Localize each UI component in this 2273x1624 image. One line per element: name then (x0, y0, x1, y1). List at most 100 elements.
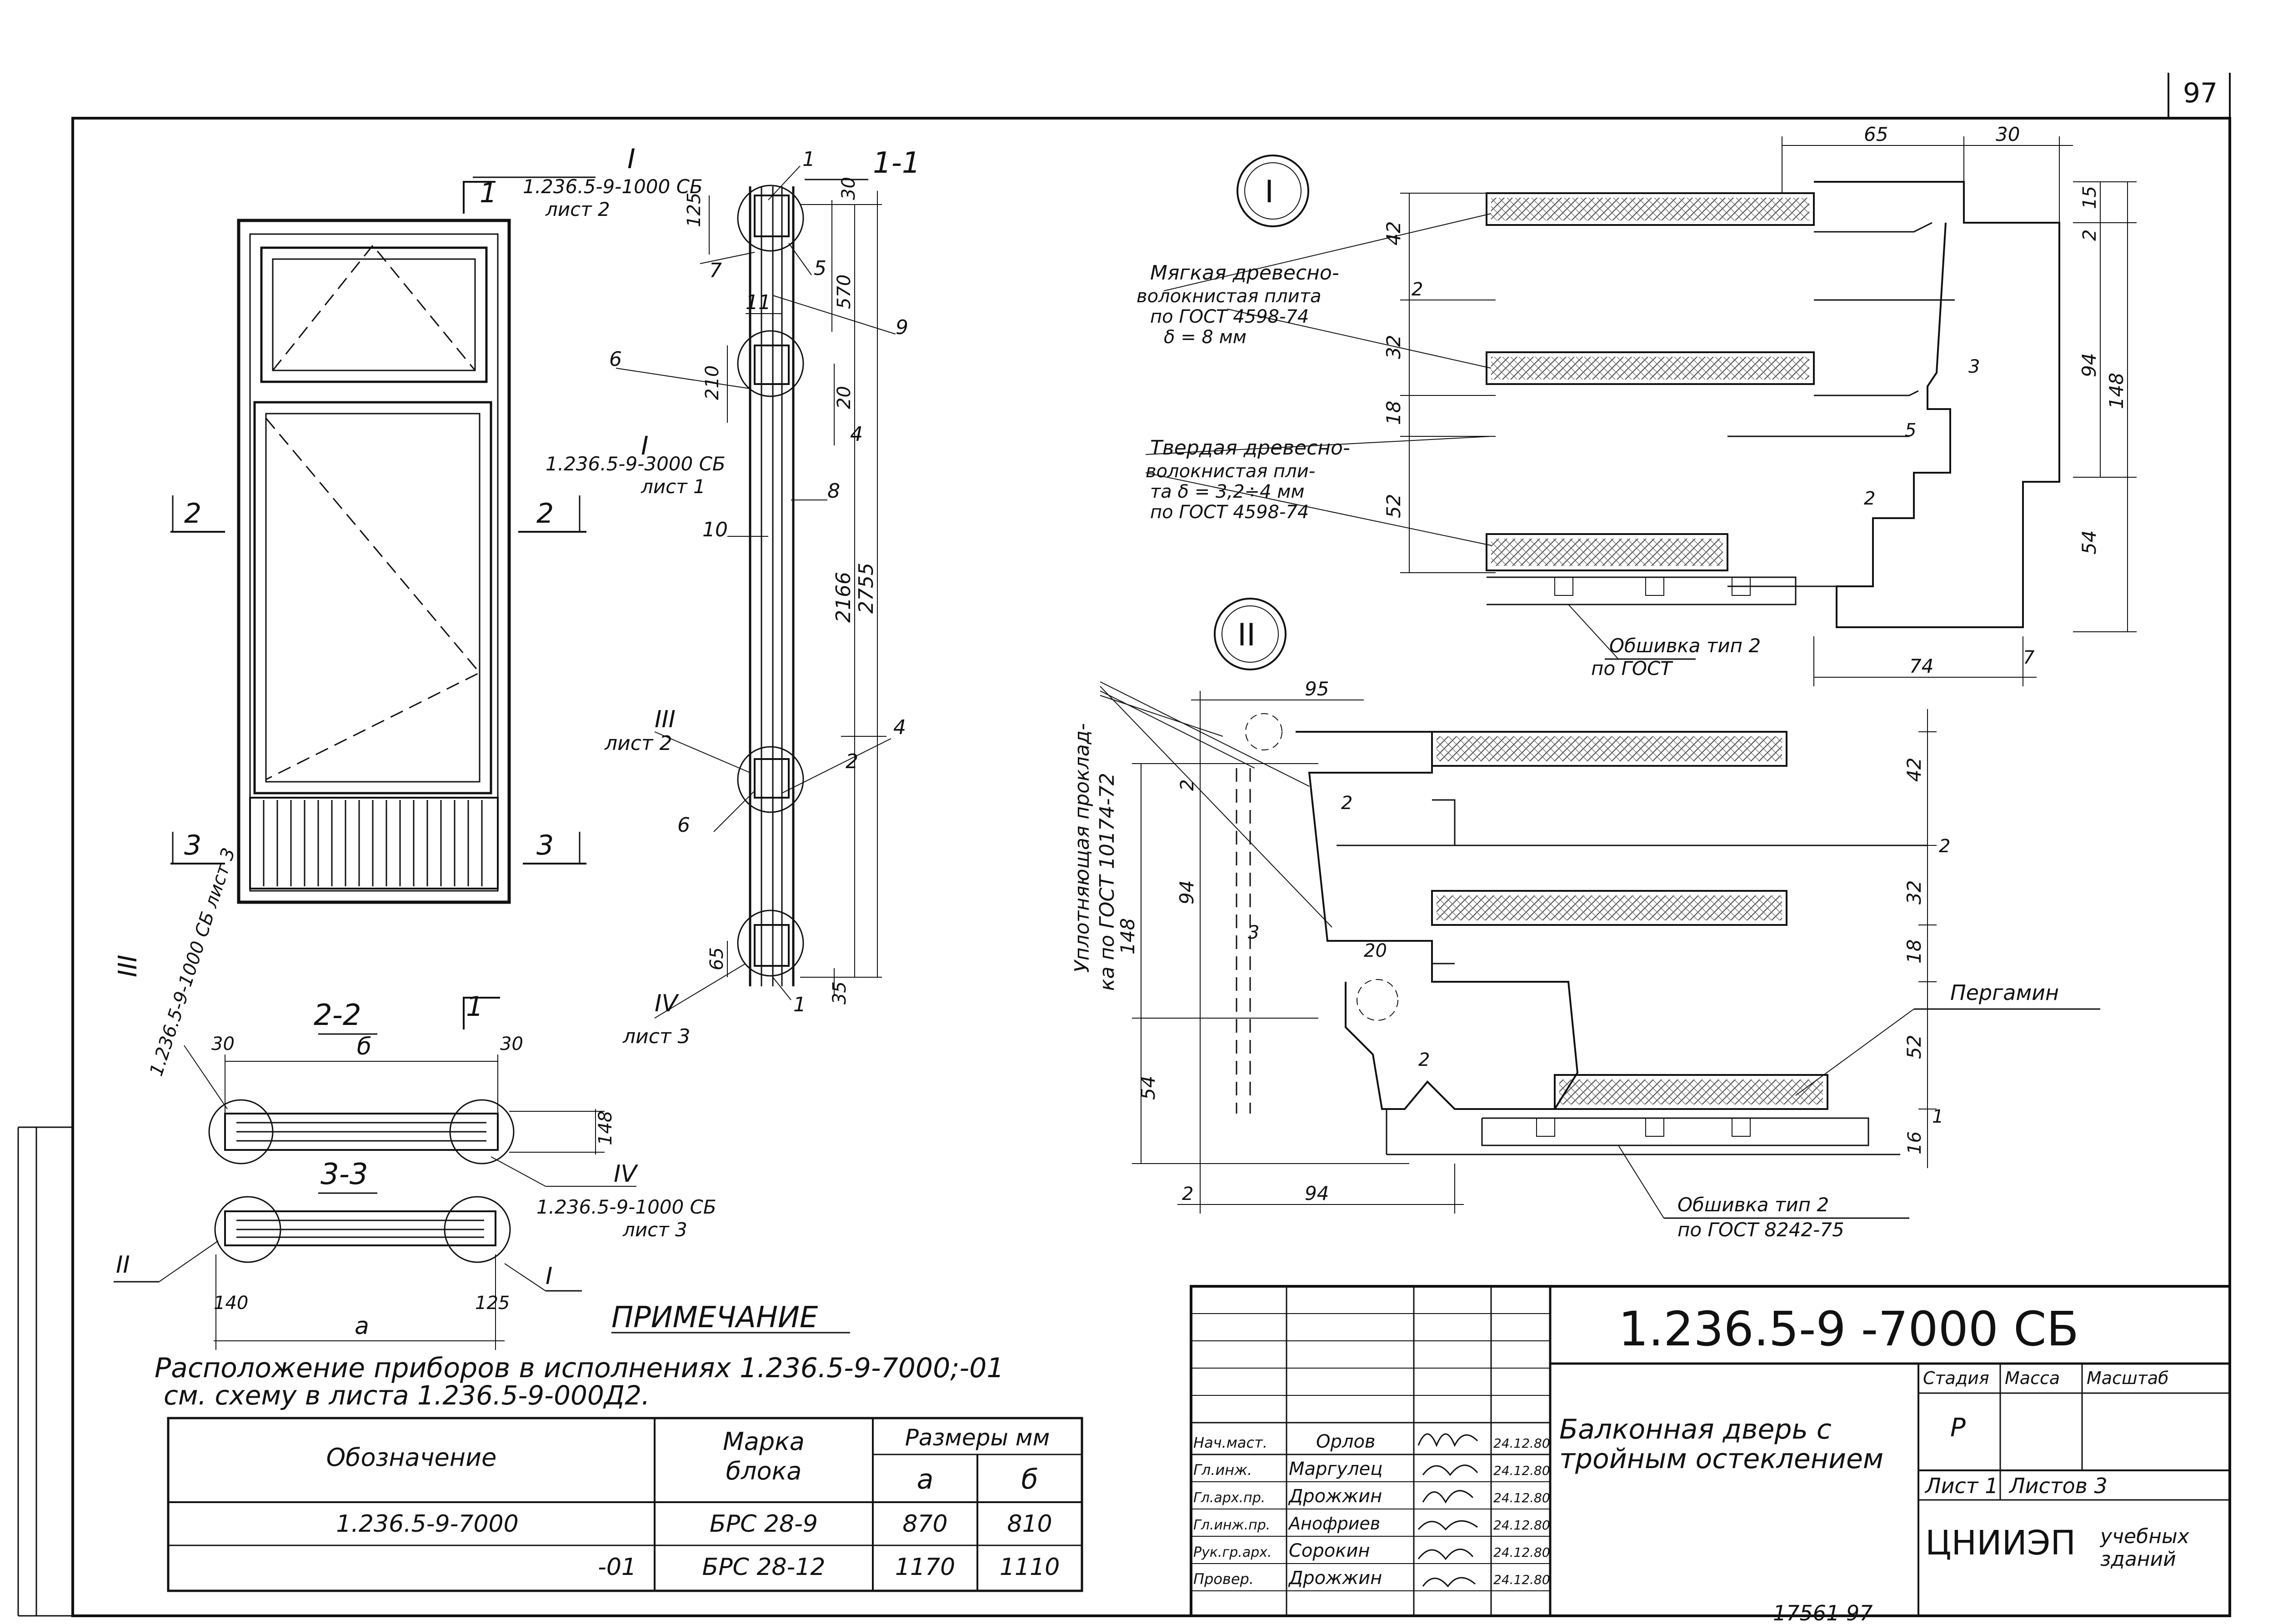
ref-IV-2-2: 1.236.5-9-1000 СБ (536, 1196, 716, 1218)
dim-II-32: 32 (1903, 880, 1925, 904)
sig-name: Дрожжин (1288, 1568, 1382, 1589)
callout-I-3-3: I (546, 1263, 552, 1290)
detail-I-note2-l1: Твердая древесно- (1150, 436, 1350, 460)
detail-I-cladding-l2: по ГОСТ (1591, 657, 1673, 680)
detail-II-pergamin: Пергамин (1950, 980, 2059, 1005)
dim-3-3-140: 140 (214, 1293, 248, 1314)
detail-I-dimension-labels: 65 30 42 32 18 52 15 2 94 148 54 74 7 2 … (1382, 123, 2128, 677)
spec-cell-designation: -01 (598, 1554, 636, 1581)
pos-10: 10 (702, 518, 728, 541)
section-1-1-title: 1-1 (873, 146, 921, 180)
dim-I-2-mid: 2 (1864, 488, 1875, 509)
dim-2-2-148: 148 (595, 1111, 616, 1145)
section-arrow-label-1-bottom: 1 (466, 991, 483, 1023)
section-arrow-label-3-left: 3 (184, 829, 201, 861)
detail-I-note1-l4: δ = 8 мм (1164, 327, 1247, 348)
detail-II-dimension-labels: 95 42 2 32 18 52 1 16 2 94 148 54 2 94 3… (1116, 678, 1950, 1204)
callout-III-elevation: III (113, 954, 143, 977)
spec-row-1: -01 БРС 28-12 1170 1110 (598, 1554, 1060, 1581)
spec-cell-b: 810 (1007, 1510, 1052, 1538)
door-elevation (170, 176, 596, 1029)
dim-210: 210 (702, 365, 723, 400)
dim-I-74: 74 (1909, 655, 1933, 677)
spec-cell-a: 870 (902, 1510, 947, 1538)
pos-11: 11 (746, 291, 771, 314)
detail-I-note1-l2: волокнистая плита (1136, 286, 1322, 307)
dim-II-2-right: 2 (1939, 836, 1950, 857)
dim-II-148: 148 (1116, 918, 1139, 954)
dim-I-2: 2 (2079, 230, 2100, 241)
pos-1-bottom: 1 (793, 993, 806, 1016)
detail-I-note1-l1: Мягкая древесно- (1150, 261, 1339, 285)
title-block (1190, 1285, 2231, 1617)
spec-header-designation: Обозначение (326, 1443, 497, 1472)
org-name: ЦНИИЭП (1925, 1524, 2076, 1563)
dim-65: 65 (706, 947, 727, 970)
dim-2-2-left: 30 (211, 1034, 235, 1054)
dim-II-95: 95 (1305, 678, 1329, 700)
dim-II-3: 3 (1248, 922, 1259, 943)
sig-date: 24.12.80 (1493, 1463, 1550, 1478)
stage-header: Стадия (1923, 1368, 1989, 1388)
ref-I-mid-sheet: лист 1 (641, 475, 706, 498)
stage-value: Р (1950, 1413, 1966, 1443)
dim-II-18: 18 (1903, 939, 1925, 964)
detail-I-note2-l3: та δ = 3,2÷4 мм (1150, 481, 1305, 502)
detail-II-drawing (1100, 598, 2100, 1219)
sig-role: Гл.инж.пр. (1193, 1517, 1270, 1533)
note-block: ПРИМЕЧАНИЕ Расположение приборов в испол… (155, 1301, 1004, 1411)
spec-header-mark-l1: Марка (723, 1427, 805, 1456)
section-3-3-title: 3-3 (320, 1158, 368, 1191)
spec-cell-mark: БРС 28-12 (702, 1554, 826, 1581)
spec-header-b: б (1021, 1464, 1038, 1495)
dim-II-54: 54 (1137, 1076, 1159, 1100)
ref-I-top: 1.236.5-9-1000 СБ (523, 175, 703, 198)
sig-date: 24.12.80 (1493, 1518, 1550, 1533)
spec-cell-b: 1110 (1000, 1554, 1060, 1581)
note-line1: Расположение приборов в исполнениях 1.23… (155, 1352, 1004, 1384)
section-arrow-label-2-right: 2 (536, 498, 554, 530)
detail-I-note2-l2: волокнистая пли- (1146, 461, 1315, 482)
spec-cell-a: 1170 (895, 1554, 955, 1581)
dim-II-2-upper: 2 (1341, 793, 1352, 814)
detail-II-cladding-l1: Обшивка тип 2 (1677, 1194, 1829, 1216)
dim-2-2-b: б (357, 1033, 371, 1060)
sig-date: 24.12.80 (1493, 1545, 1550, 1560)
ref-IV-sheet: лист 3 (622, 1025, 691, 1048)
sig-role: Нач.маст. (1193, 1434, 1267, 1451)
section-2-2-title: 2-2 (314, 999, 361, 1032)
ref-I-top-sheet: лист 2 (545, 198, 610, 220)
dim-2-2-right: 30 (500, 1034, 523, 1054)
dim-I-5: 5 (1905, 420, 1916, 441)
scale-header: Масштаб (2087, 1368, 2169, 1388)
section-arrow-label-2-left: 2 (184, 498, 201, 530)
spec-header-a: а (917, 1464, 934, 1495)
detail-II-seal-note-l2: ка по ГОСТ 10174-72 (1096, 773, 1119, 991)
detail-II-label: II (1237, 617, 1256, 653)
dim-II-2-bottom: 2 (1182, 1184, 1193, 1204)
dim-I-30: 30 (1996, 123, 2020, 145)
dim-II-42: 42 (1903, 758, 1925, 782)
spec-cell-designation: 1.236.5-9-7000 (336, 1510, 518, 1538)
pos-7: 7 (709, 259, 722, 282)
detail-I-label: I (1265, 174, 1274, 210)
section-2-2-drawing (184, 1033, 636, 1187)
dim-I-65: 65 (1864, 123, 1888, 145)
doc-code: 1.236.5-9 -7000 СБ (1618, 1301, 2079, 1357)
pos-2: 2 (846, 750, 858, 773)
spec-header-mark-l2: блока (726, 1457, 802, 1485)
org-sub2: зданий (2100, 1548, 2176, 1571)
sig-name: Дрожжин (1288, 1486, 1382, 1507)
sig-date: 24.12.80 (1493, 1436, 1550, 1451)
dim-570: 570 (834, 275, 855, 309)
org-sub1: учебных (2099, 1525, 2190, 1548)
spec-table (167, 1417, 1083, 1592)
sig-name: Маргулец (1289, 1459, 1383, 1479)
callout-I-mid-label: I (641, 431, 649, 461)
detail-I-drawing (1145, 136, 2137, 686)
section-1-1-position-labels: 1 7 5 11 9 6 4 8 10 2 6 4 1 (609, 148, 908, 1016)
ref-III-label: III (655, 706, 676, 733)
pos-4-upper: 4 (850, 423, 863, 446)
detail-I-note1-l3: по ГОСТ 4598-74 (1150, 306, 1309, 327)
